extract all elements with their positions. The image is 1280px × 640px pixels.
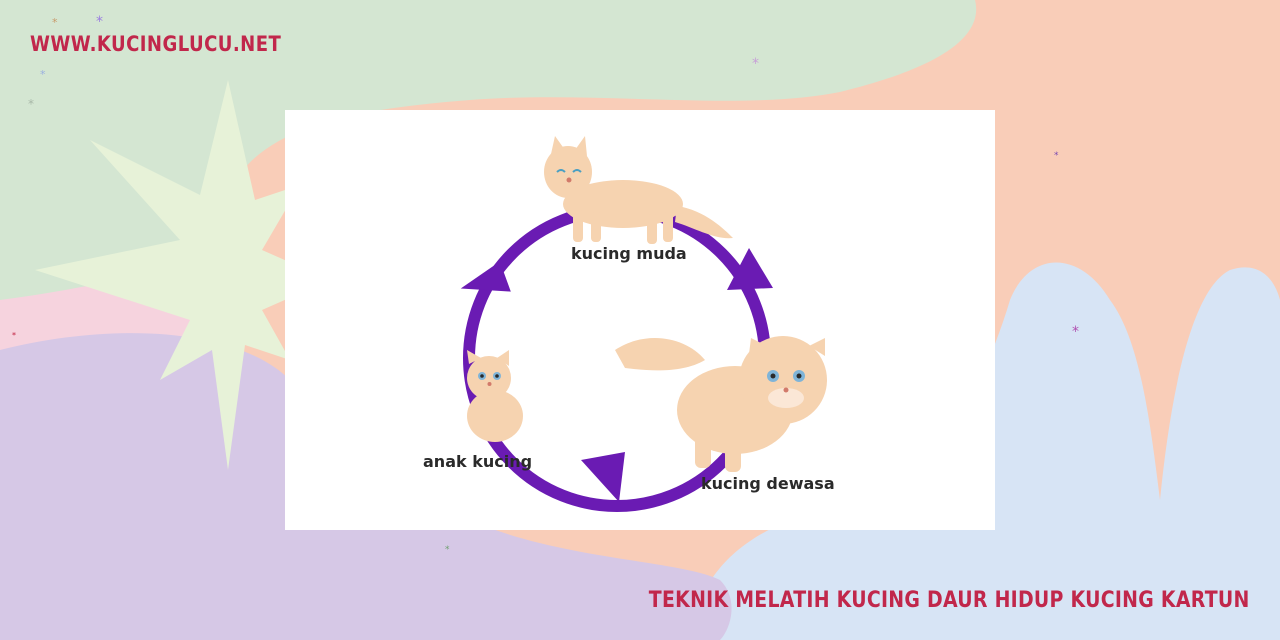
stage-label-kucing-dewasa: kucing dewasa (701, 474, 835, 493)
svg-text:*: * (445, 545, 450, 555)
lifecycle-diagram (460, 136, 827, 512)
stage-label-kucing-muda: kucing muda (571, 244, 687, 263)
green-blob-shape (0, 0, 977, 310)
lifecycle-diagram-card: kucing muda kucing dewasa anak kucing (285, 110, 995, 530)
svg-text:*: * (1072, 324, 1079, 340)
svg-text:*: * (52, 16, 58, 29)
stage-label-anak-kucing: anak kucing (423, 452, 533, 471)
site-url: WWW.KUCINGLUCU.NET (30, 32, 282, 56)
svg-text:*: * (1054, 151, 1059, 161)
adult-cat-illustration (615, 336, 827, 472)
svg-text:*: * (12, 331, 16, 340)
svg-text:*: * (752, 56, 759, 72)
arrow-right-down (727, 248, 773, 290)
svg-text:*: * (40, 68, 46, 81)
svg-text:*: * (28, 97, 34, 111)
arrow-bottom-left (581, 452, 625, 502)
young-cat-illustration (544, 136, 733, 244)
svg-text:*: * (96, 14, 103, 30)
kitten-illustration (467, 350, 523, 442)
arrow-left-up (460, 261, 511, 292)
page-title: TEKNIK MELATIH KUCING DAUR HIDUP KUCING … (649, 588, 1250, 613)
star-shape (35, 80, 330, 470)
